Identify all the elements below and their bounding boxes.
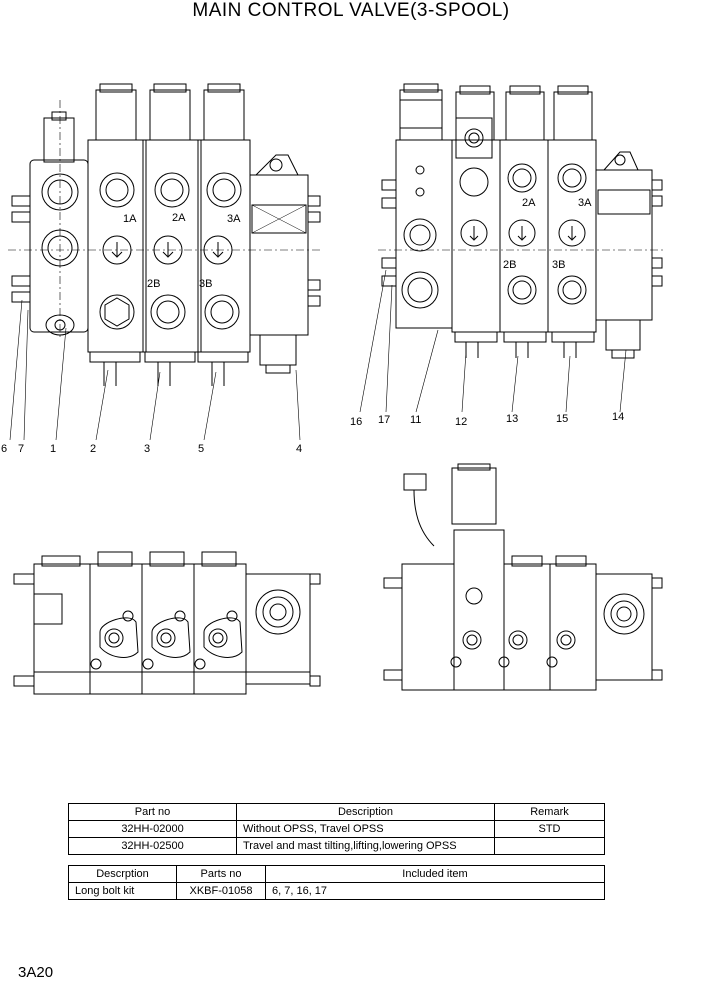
- port-label: 1A: [123, 213, 137, 225]
- callout-5: 5: [198, 443, 205, 455]
- table-cell: Long bolt kit: [68, 882, 177, 900]
- column-header: Parts no: [176, 865, 266, 883]
- column-header: Remark: [494, 803, 605, 821]
- callout-11: 11: [410, 414, 422, 426]
- column-header: Descrption: [68, 865, 177, 883]
- callout-7: 7: [18, 443, 25, 455]
- table-row: 32HH-02000 Without OPSS, Travel OPSS STD: [68, 820, 605, 838]
- callout-15: 15: [556, 413, 569, 425]
- column-header: Included item: [265, 865, 605, 883]
- port-label: 2A: [172, 212, 186, 224]
- table-row: Long bolt kit XKBF-01058 6, 7, 16, 17: [68, 882, 605, 900]
- port-label: 3B: [199, 278, 213, 290]
- table-cell: [494, 837, 605, 855]
- callout-1: 1: [50, 443, 57, 455]
- callout-4: 4: [296, 443, 303, 455]
- port-label: 2B: [147, 278, 161, 290]
- parts-table: Part no Description Remark 32HH-02000 Wi…: [68, 803, 605, 855]
- table-header-row: Part no Description Remark: [68, 803, 605, 821]
- column-header: Description: [236, 803, 495, 821]
- top-left-view: [8, 83, 321, 441]
- table-header-row: Descrption Parts no Included item: [68, 865, 605, 883]
- callout-17: 17: [378, 414, 391, 426]
- port-label: 2A: [522, 197, 536, 209]
- bottom-left-view: [13, 551, 321, 695]
- callout-13: 13: [506, 413, 519, 425]
- top-right-view: [359, 83, 664, 413]
- table-cell: STD: [494, 820, 605, 838]
- callout-3: 3: [144, 443, 151, 455]
- page-number: 3A20: [18, 964, 54, 981]
- callout-12: 12: [455, 416, 468, 428]
- callout-16: 16: [350, 416, 363, 428]
- column-header: Part no: [68, 803, 237, 821]
- table-row: 32HH-02500 Travel and mast tilting,lifti…: [68, 837, 605, 855]
- table-cell: 6, 7, 16, 17: [265, 882, 605, 900]
- table-cell: Travel and mast tilting,lifting,lowering…: [236, 837, 495, 855]
- kit-table: Descrption Parts no Included item Long b…: [68, 865, 605, 900]
- table-cell: Without OPSS, Travel OPSS: [236, 820, 495, 838]
- table-cell: 32HH-02500: [68, 837, 237, 855]
- callout-14: 14: [612, 411, 625, 423]
- port-label: 3A: [227, 213, 241, 225]
- callout-2: 2: [90, 443, 97, 455]
- port-label: 3A: [578, 197, 592, 209]
- table-cell: 32HH-02000: [68, 820, 237, 838]
- page-title: MAIN CONTROL VALVE(3-SPOOL): [192, 0, 510, 21]
- callout-6: 6: [1, 443, 8, 455]
- bottom-right-view: [383, 463, 663, 691]
- port-label: 2B: [503, 259, 517, 271]
- port-label: 3B: [552, 259, 566, 271]
- table-cell: XKBF-01058: [176, 882, 266, 900]
